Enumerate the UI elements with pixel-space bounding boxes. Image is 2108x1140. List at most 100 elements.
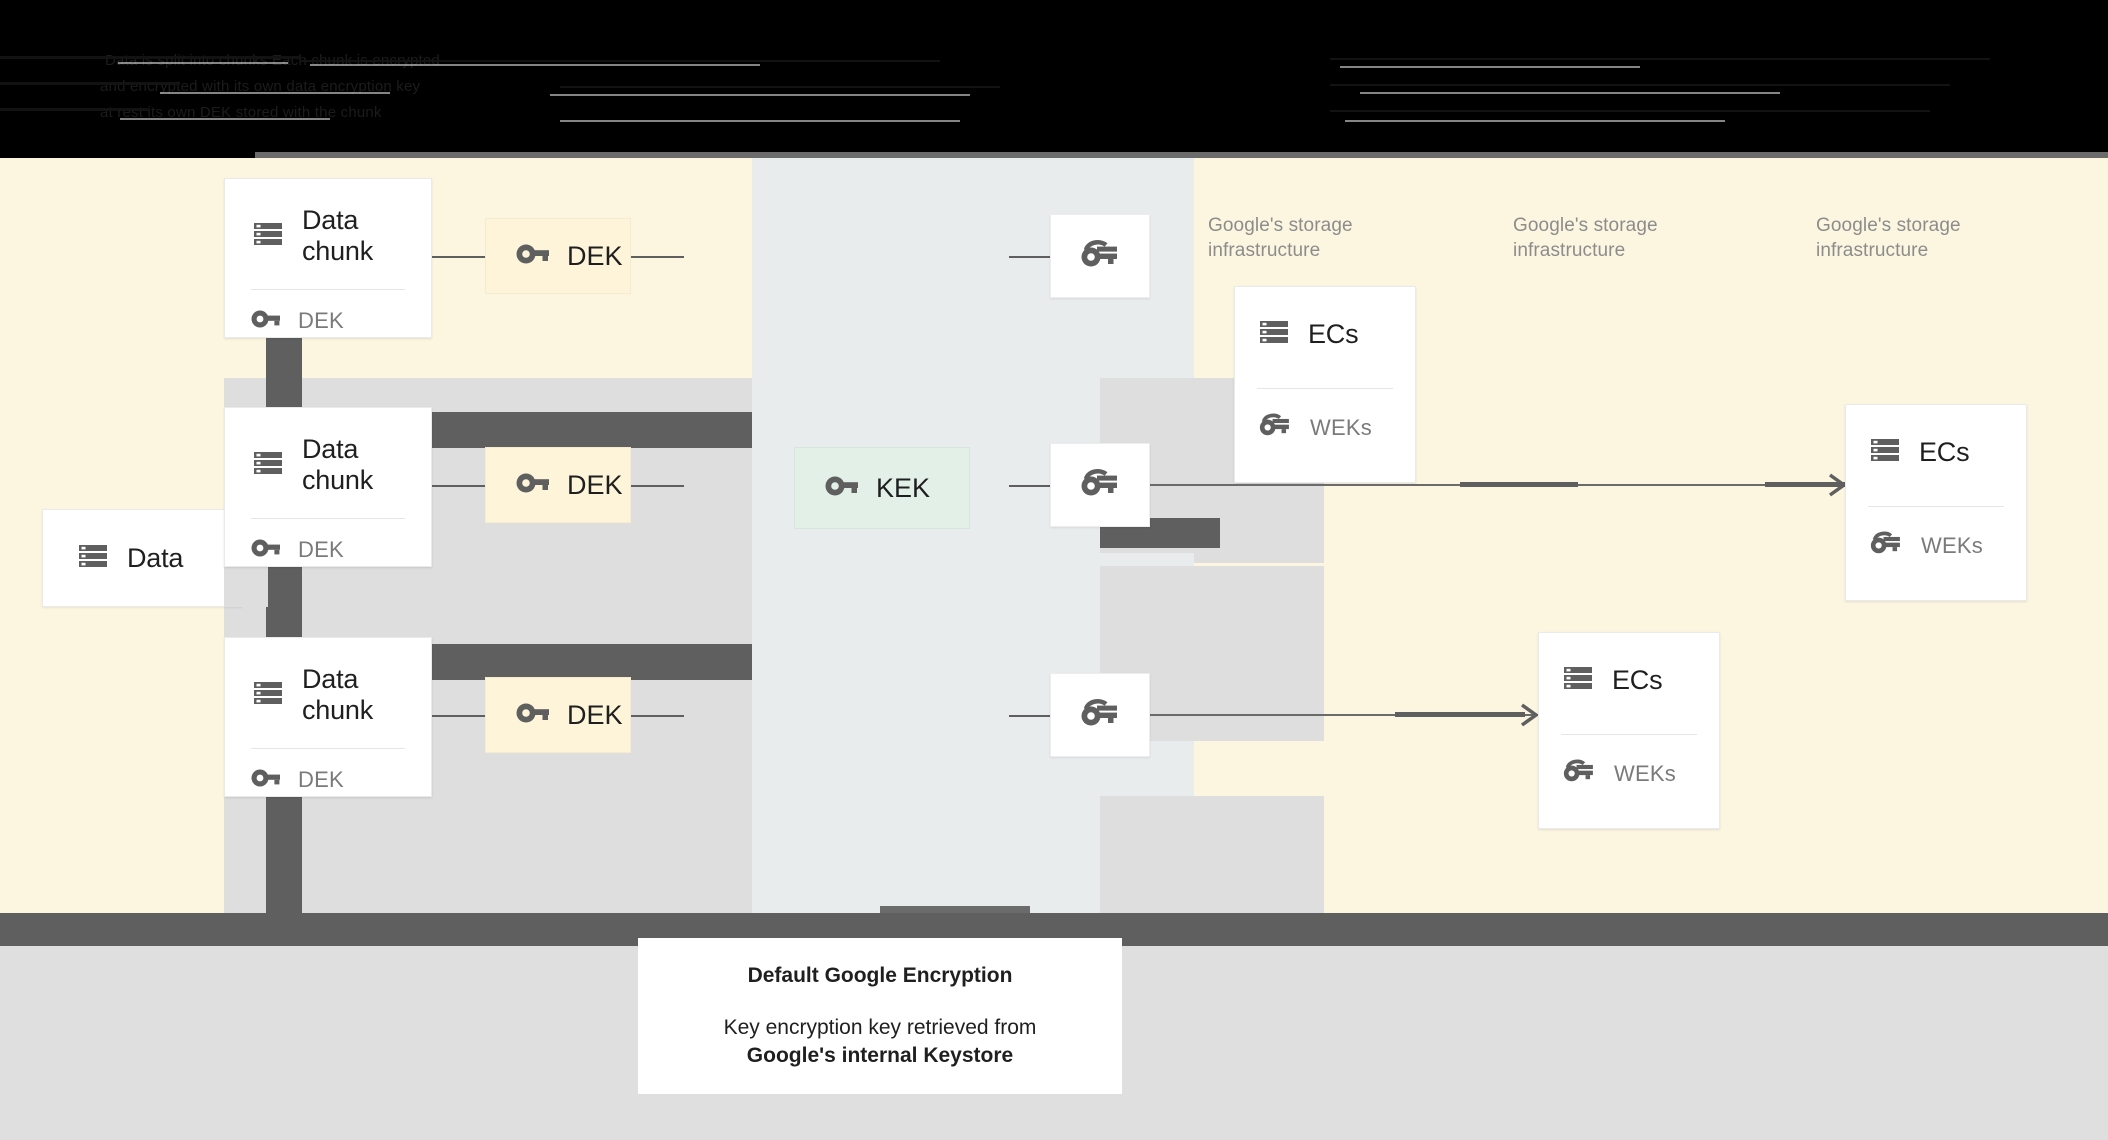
splitter-trunk [266, 312, 302, 926]
data-source-box[interactable]: Data [42, 509, 242, 607]
header-artifact [1345, 120, 1725, 122]
arrowhead-row1 [1200, 521, 1228, 552]
wrapped-key-icon [1078, 237, 1122, 276]
key-icon [825, 475, 859, 502]
ec-label-1: ECs [1308, 319, 1359, 349]
header-line-2: and encrypted with its own data encrypti… [100, 78, 421, 95]
key-icon [516, 702, 550, 729]
ec-card-2[interactable]: ECs WEKs [1845, 404, 2027, 601]
ec-label-3: ECs [1612, 665, 1663, 695]
server-icon [251, 446, 285, 485]
card-header: ECs [1539, 633, 1719, 700]
divider [251, 518, 405, 519]
server-icon [251, 217, 285, 256]
header-artifact [1330, 58, 1990, 60]
caption-body: Key encryption key retrieved from Google… [638, 1014, 1122, 1070]
connector-dek2-out [631, 485, 684, 487]
divider [1868, 506, 2004, 507]
weks-label-3: WEKs [1614, 760, 1676, 786]
card-footer: WEKs [1539, 735, 1719, 790]
weks-label-1: WEKs [1310, 414, 1372, 440]
arrow-line-row3 [1150, 714, 1538, 716]
divider [1561, 734, 1697, 735]
wrapped-key-box-3[interactable] [1050, 673, 1150, 757]
connector-dek3-out [631, 715, 684, 717]
data-source-label: Data [127, 542, 184, 573]
wrapped-key-icon [1868, 529, 1904, 562]
arrowhead-row3 [1520, 702, 1548, 733]
divider [251, 289, 405, 290]
header-artifact [300, 60, 940, 62]
wrapped-key-icon [1561, 757, 1597, 790]
dek-box-3[interactable]: DEK [485, 677, 631, 753]
key-icon [516, 472, 550, 499]
caption-title: Default Google Encryption [747, 964, 1013, 987]
server-icon [1257, 315, 1291, 354]
arrow-thick-seg-row3 [1395, 712, 1525, 717]
header-artifact [120, 118, 330, 120]
header-artifact [1330, 110, 1930, 112]
dek-box-2[interactable]: DEK [485, 447, 631, 523]
dek-sub-label: DEK [298, 767, 344, 792]
obscured-header-band: Data is split into chunks Each chunk is … [0, 0, 2108, 158]
dek-sub-label: DEK [298, 537, 344, 562]
card-header: Data chunk [225, 408, 431, 496]
header-artifact [1360, 92, 1780, 94]
key-icon [251, 309, 281, 334]
kek-box[interactable]: KEK [794, 447, 970, 529]
card-header: ECs [1235, 287, 1415, 354]
encryption-flow-diagram: Data Data chunk DEK [0, 158, 2108, 971]
infra-label-1: Google's storage infrastructure [1208, 215, 1353, 261]
caption-card: Default Google Encryption Key encryption… [638, 938, 1122, 1094]
wrapped-key-icon [1078, 696, 1122, 735]
data-chunk-card-1[interactable]: Data chunk DEK [224, 178, 432, 338]
data-chunk-label: Data chunk [302, 434, 374, 495]
connector-chunk2-dek [432, 485, 485, 487]
header-artifact [550, 94, 970, 96]
arrowhead-row2 [1828, 472, 1856, 503]
arrow-thick-seg-row2b [1765, 482, 1883, 487]
card-header: ECs [1846, 405, 2026, 472]
server-icon [1561, 661, 1595, 700]
header-artifact [0, 108, 150, 111]
connector-kek-to-wk2 [1009, 485, 1062, 487]
wrapped-key-icon [1257, 411, 1293, 444]
connector-chunk3-dek [432, 715, 485, 717]
divider [1257, 388, 1393, 389]
connector-to-wk3 [1009, 715, 1062, 717]
band-bottom-nub [880, 906, 1030, 913]
ec-card-1[interactable]: ECs WEKs [1234, 286, 1416, 483]
caption-line-2: Google's internal Keystore [746, 1044, 1014, 1067]
weks-label-2: WEKs [1921, 532, 1983, 558]
header-artifact [160, 92, 390, 94]
server-icon [1868, 433, 1902, 472]
header-artifact [560, 86, 1000, 88]
data-chunk-card-3[interactable]: Data chunk DEK [224, 637, 432, 797]
dek-box-1[interactable]: DEK [485, 218, 631, 294]
wrapped-key-box-1[interactable] [1050, 214, 1150, 298]
key-icon [251, 768, 281, 793]
dek-label-1: DEK [567, 240, 623, 271]
ec-card-3[interactable]: ECs WEKs [1538, 632, 1720, 829]
data-chunk-label: Data chunk [302, 205, 374, 266]
connector-chunk1-dek [432, 256, 485, 258]
header-bottom-edge [255, 152, 2108, 158]
divider [251, 748, 405, 749]
card-footer: DEK [225, 519, 431, 585]
card-footer: DEK [225, 749, 431, 815]
infra-label-2: Google's storage infrastructure [1513, 215, 1658, 261]
header-artifact [1340, 66, 1640, 68]
header-artifact [560, 120, 960, 122]
header-artifact [118, 62, 288, 64]
wrapped-key-box-2[interactable] [1050, 443, 1150, 527]
card-header: Data chunk [225, 179, 431, 267]
key-icon [516, 243, 550, 270]
header-artifact [310, 64, 760, 66]
header-artifact [0, 82, 180, 85]
card-footer: WEKs [1235, 389, 1415, 444]
card-footer: WEKs [1846, 507, 2026, 562]
server-icon [251, 676, 285, 715]
data-chunk-card-2[interactable]: Data chunk DEK [224, 407, 432, 567]
kek-label: KEK [876, 472, 931, 503]
card-header: Data chunk [225, 638, 431, 726]
